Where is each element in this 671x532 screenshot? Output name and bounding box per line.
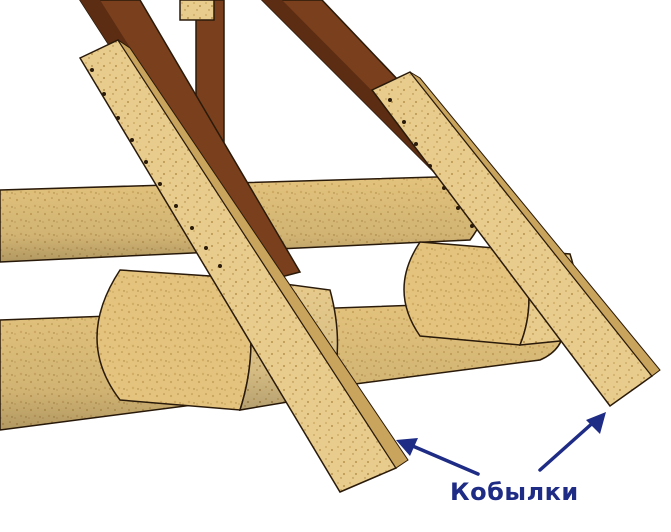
kobylki-label: Кобылки <box>450 478 579 506</box>
left-kobylka-board <box>78 39 409 493</box>
nail-holes-right <box>388 98 474 228</box>
nail-holes-left <box>90 68 222 268</box>
arrow-right <box>538 412 606 472</box>
arrow-pointer-icon <box>586 412 606 434</box>
right-kobylka-board <box>370 71 661 408</box>
arrow-left <box>396 438 480 476</box>
arrow-pointer-icon <box>396 438 418 456</box>
